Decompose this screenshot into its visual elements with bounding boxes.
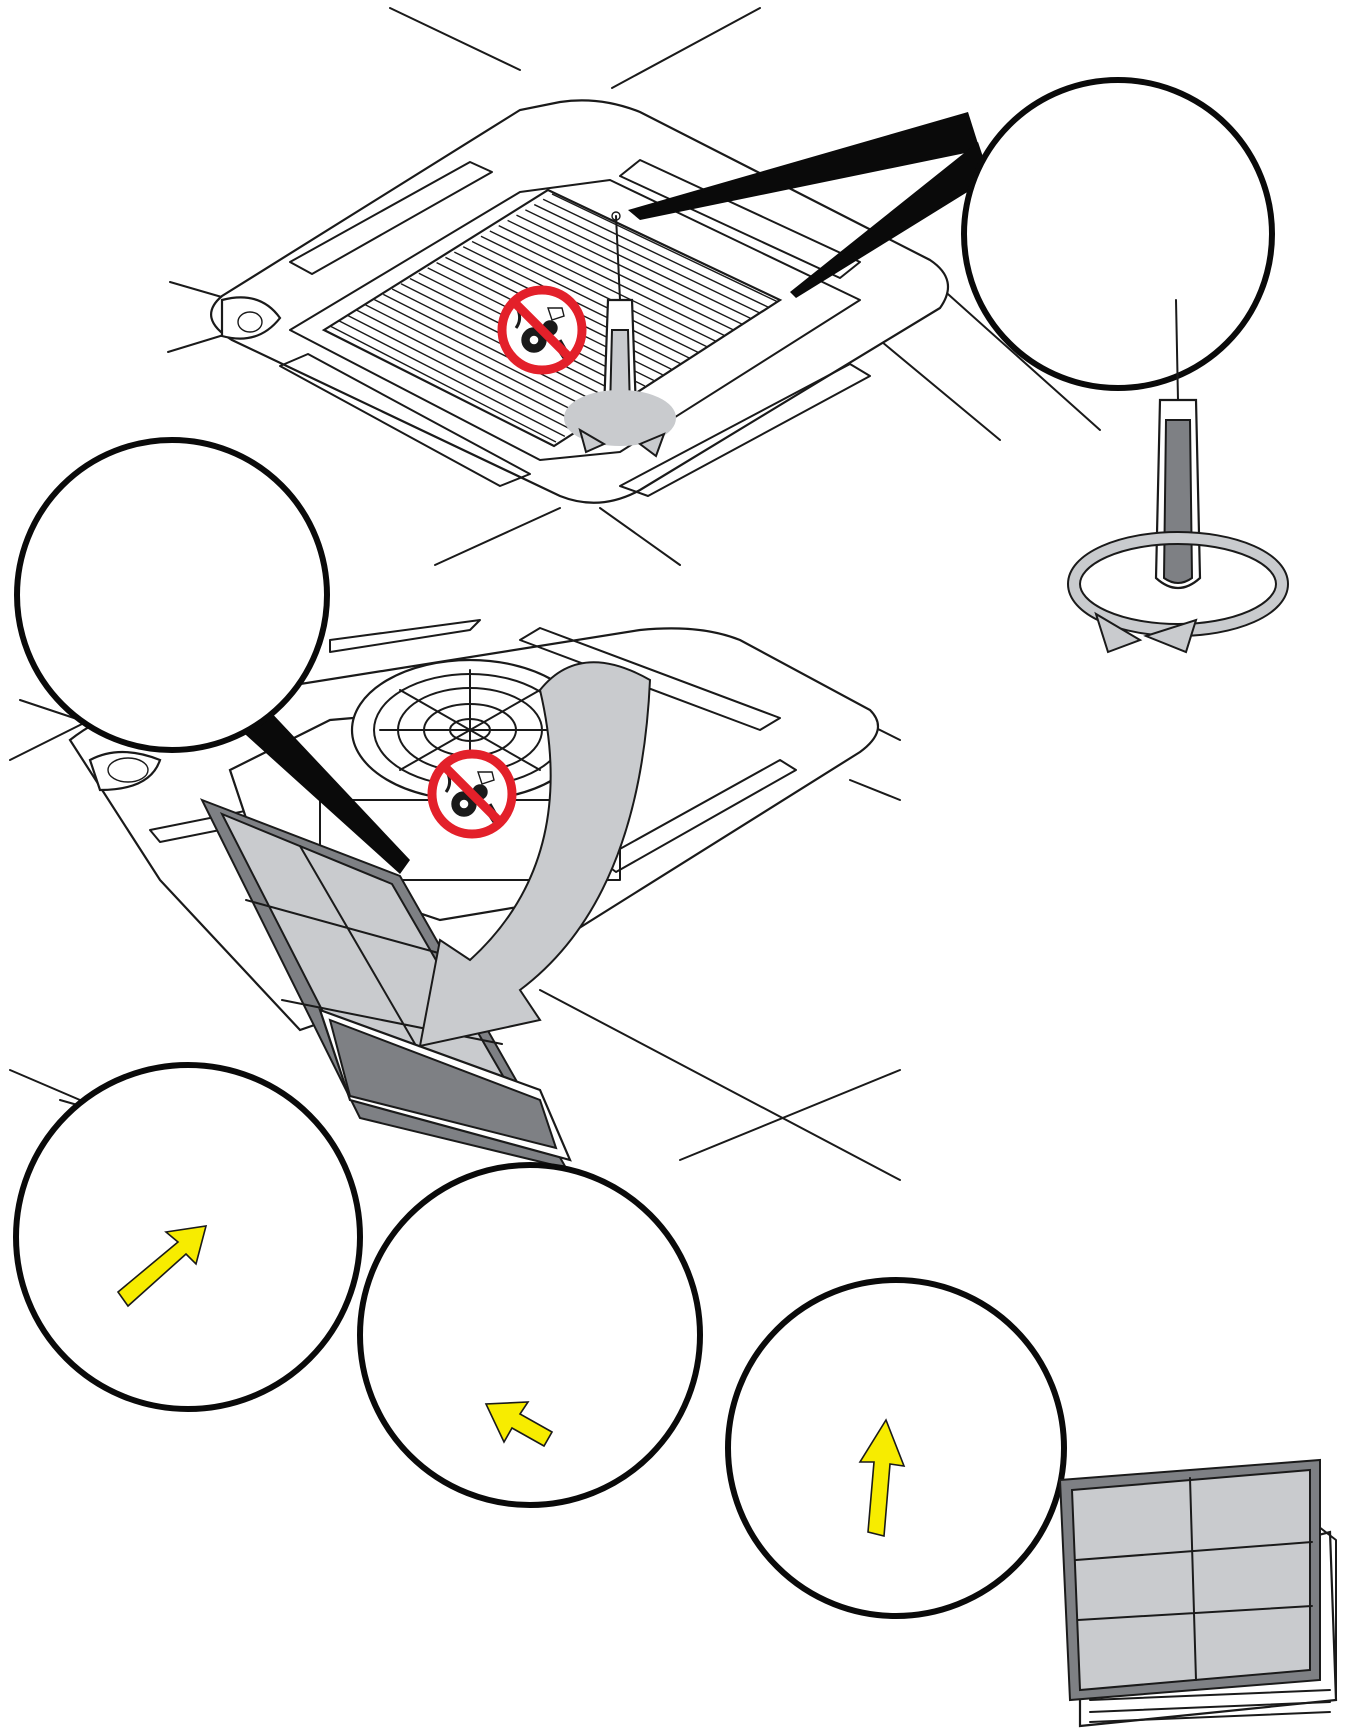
detail-screw-closeup — [960, 77, 1290, 654]
cassette-unit-closed — [210, 99, 950, 504]
grille-slat — [507, 219, 734, 331]
detail-lift-filter — [725, 1277, 1067, 1619]
no-tools-maintenance-icon — [498, 286, 586, 374]
rotate-arrow-icon — [564, 390, 676, 458]
grille-slat — [533, 203, 761, 314]
grille-slat — [356, 309, 583, 426]
grille-slat — [347, 314, 575, 432]
grille-slat — [551, 193, 779, 303]
grille-slat — [525, 209, 752, 320]
rotate-arrow-icon — [1067, 531, 1289, 654]
grille-slat — [374, 298, 601, 415]
grille-slat — [382, 293, 610, 410]
grille-slat — [489, 230, 717, 342]
ceiling-grid-lines — [167, 7, 1101, 566]
grille-slat — [480, 235, 708, 348]
grille-slat — [542, 198, 770, 309]
detail-cord-hook-closeup — [14, 437, 330, 753]
push-arrow-icon — [484, 1401, 554, 1448]
grille-slat — [960, 390, 1290, 406]
detail-slide-filter — [357, 1162, 703, 1508]
curved-arrow-icon — [418, 661, 652, 1048]
removed-filter-panel — [1058, 1458, 1338, 1728]
no-tools-maintenance-icon — [428, 750, 516, 838]
grille-slat — [365, 304, 592, 421]
grille-slat — [338, 320, 566, 438]
push-arrow-icon — [858, 1418, 906, 1538]
push-arrow-icon — [116, 1225, 208, 1308]
detail-leader — [628, 112, 980, 220]
detail-release-filter-latch — [13, 1062, 363, 1412]
grille-slat — [471, 240, 699, 354]
lowered-filter-grille — [199, 798, 572, 1170]
grille-slat — [329, 325, 557, 443]
step-unhook-cord-and-lower-grille — [9, 619, 901, 1181]
grille-slat — [516, 214, 743, 326]
step-unscrew-grille — [167, 7, 1101, 566]
grille-slat — [498, 225, 726, 337]
detail-leader — [236, 690, 410, 874]
